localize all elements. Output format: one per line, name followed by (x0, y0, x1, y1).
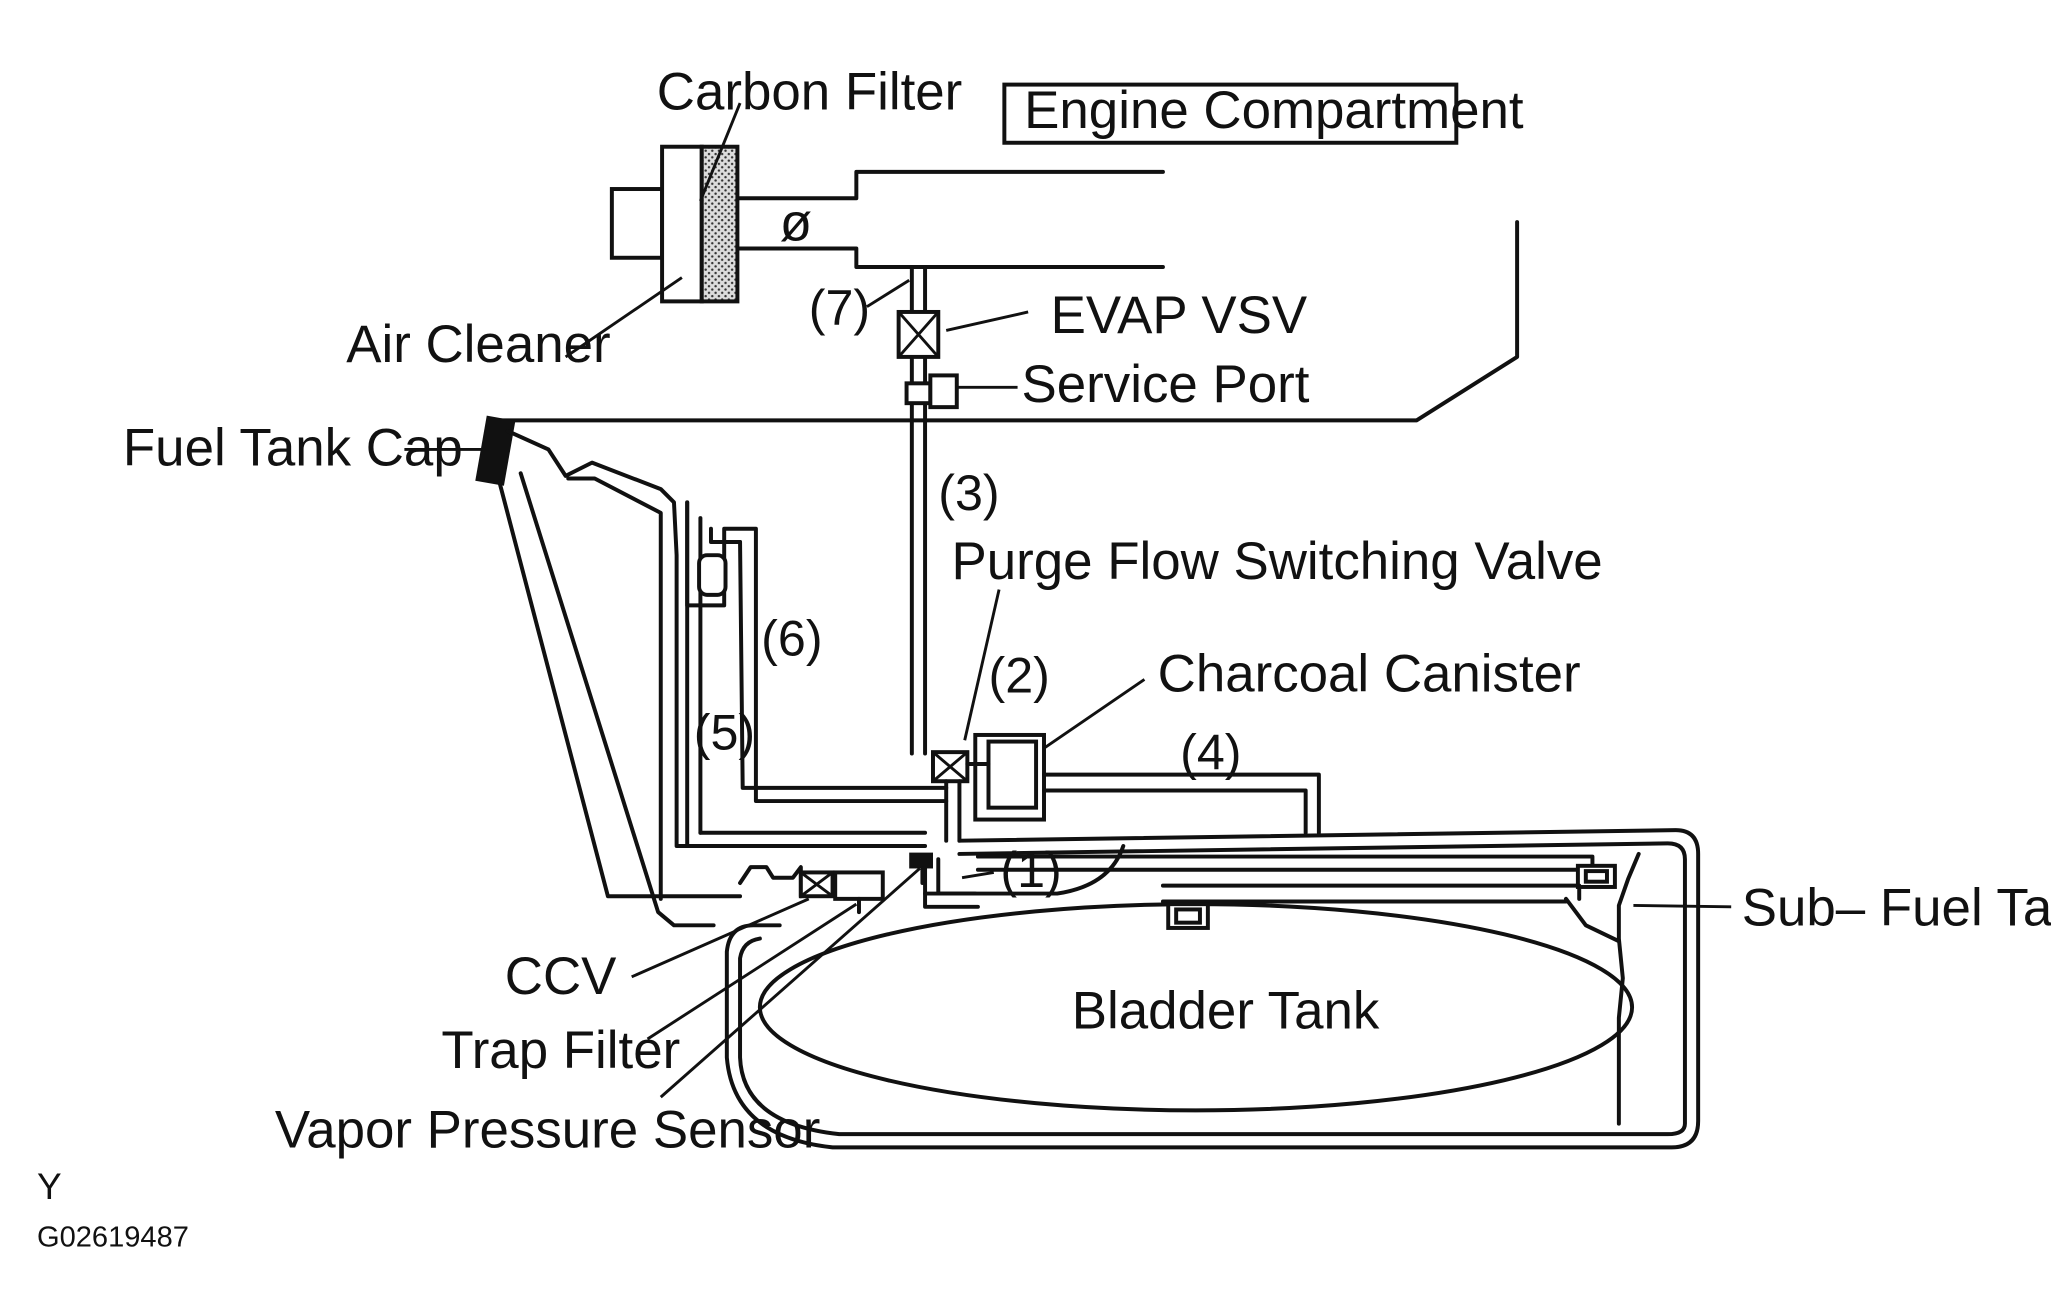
purge-flow-switching-valve (931, 750, 970, 784)
purge-flow-switching-valve-label: Purge Flow Switching Valve (951, 532, 1602, 591)
leader-lines (404, 102, 1732, 1099)
throttle-symbol: ø (780, 194, 812, 253)
vapor-pressure-sensor-body (909, 852, 933, 869)
line-1-label: (1) (1000, 842, 1061, 898)
purge-line (909, 265, 928, 756)
footer-letter: Y (37, 1166, 62, 1207)
line-5-label: (5) (694, 704, 755, 760)
engine-compartment-boundary (489, 220, 1520, 423)
fuel-tank-cap-label: Fuel Tank Cap (123, 418, 463, 477)
evap-vsv (896, 309, 941, 359)
figure-id: G02619487 (37, 1222, 189, 1254)
trap-filter-label: Trap Filter (441, 1021, 680, 1080)
main-tank (724, 828, 1701, 1150)
charcoal-canister (965, 732, 1046, 822)
vapor-pressure-sensor-label: Vapor Pressure Sensor (275, 1100, 820, 1159)
line-3-label: (3) (938, 465, 999, 521)
air-cleaner-label: Air Cleaner (346, 315, 610, 374)
ccv-label: CCV (505, 947, 617, 1006)
filler-neck (475, 415, 743, 928)
service-port-label: Service Port (1022, 355, 1310, 414)
line-7-label: (7) (809, 280, 870, 336)
sub-fuel-tank-label: Sub– Fuel Tank (1742, 878, 2051, 937)
line-2-label: (2) (988, 648, 1049, 704)
service-port (904, 373, 959, 410)
charcoal-canister-label: Charcoal Canister (1158, 644, 1581, 703)
fuel-tank-cap (475, 415, 516, 486)
engine-compartment-box (1002, 82, 1459, 145)
line-6-label: (6) (761, 611, 822, 667)
air-intake (609, 144, 1165, 304)
engine-compartment-label: Engine Compartment (1024, 81, 1524, 140)
carbon-filter-label: Carbon Filter (657, 63, 962, 122)
evap-vsv-label: EVAP VSV (1051, 286, 1308, 345)
internal-lines (975, 854, 1617, 930)
line-4-label: (4) (1180, 724, 1241, 780)
line-4 (1042, 772, 1321, 835)
carbon-filter-element (699, 144, 740, 304)
lines-5-6 (685, 500, 949, 848)
bladder-tank-label: Bladder Tank (1072, 981, 1380, 1040)
ccv-assembly (738, 852, 933, 915)
